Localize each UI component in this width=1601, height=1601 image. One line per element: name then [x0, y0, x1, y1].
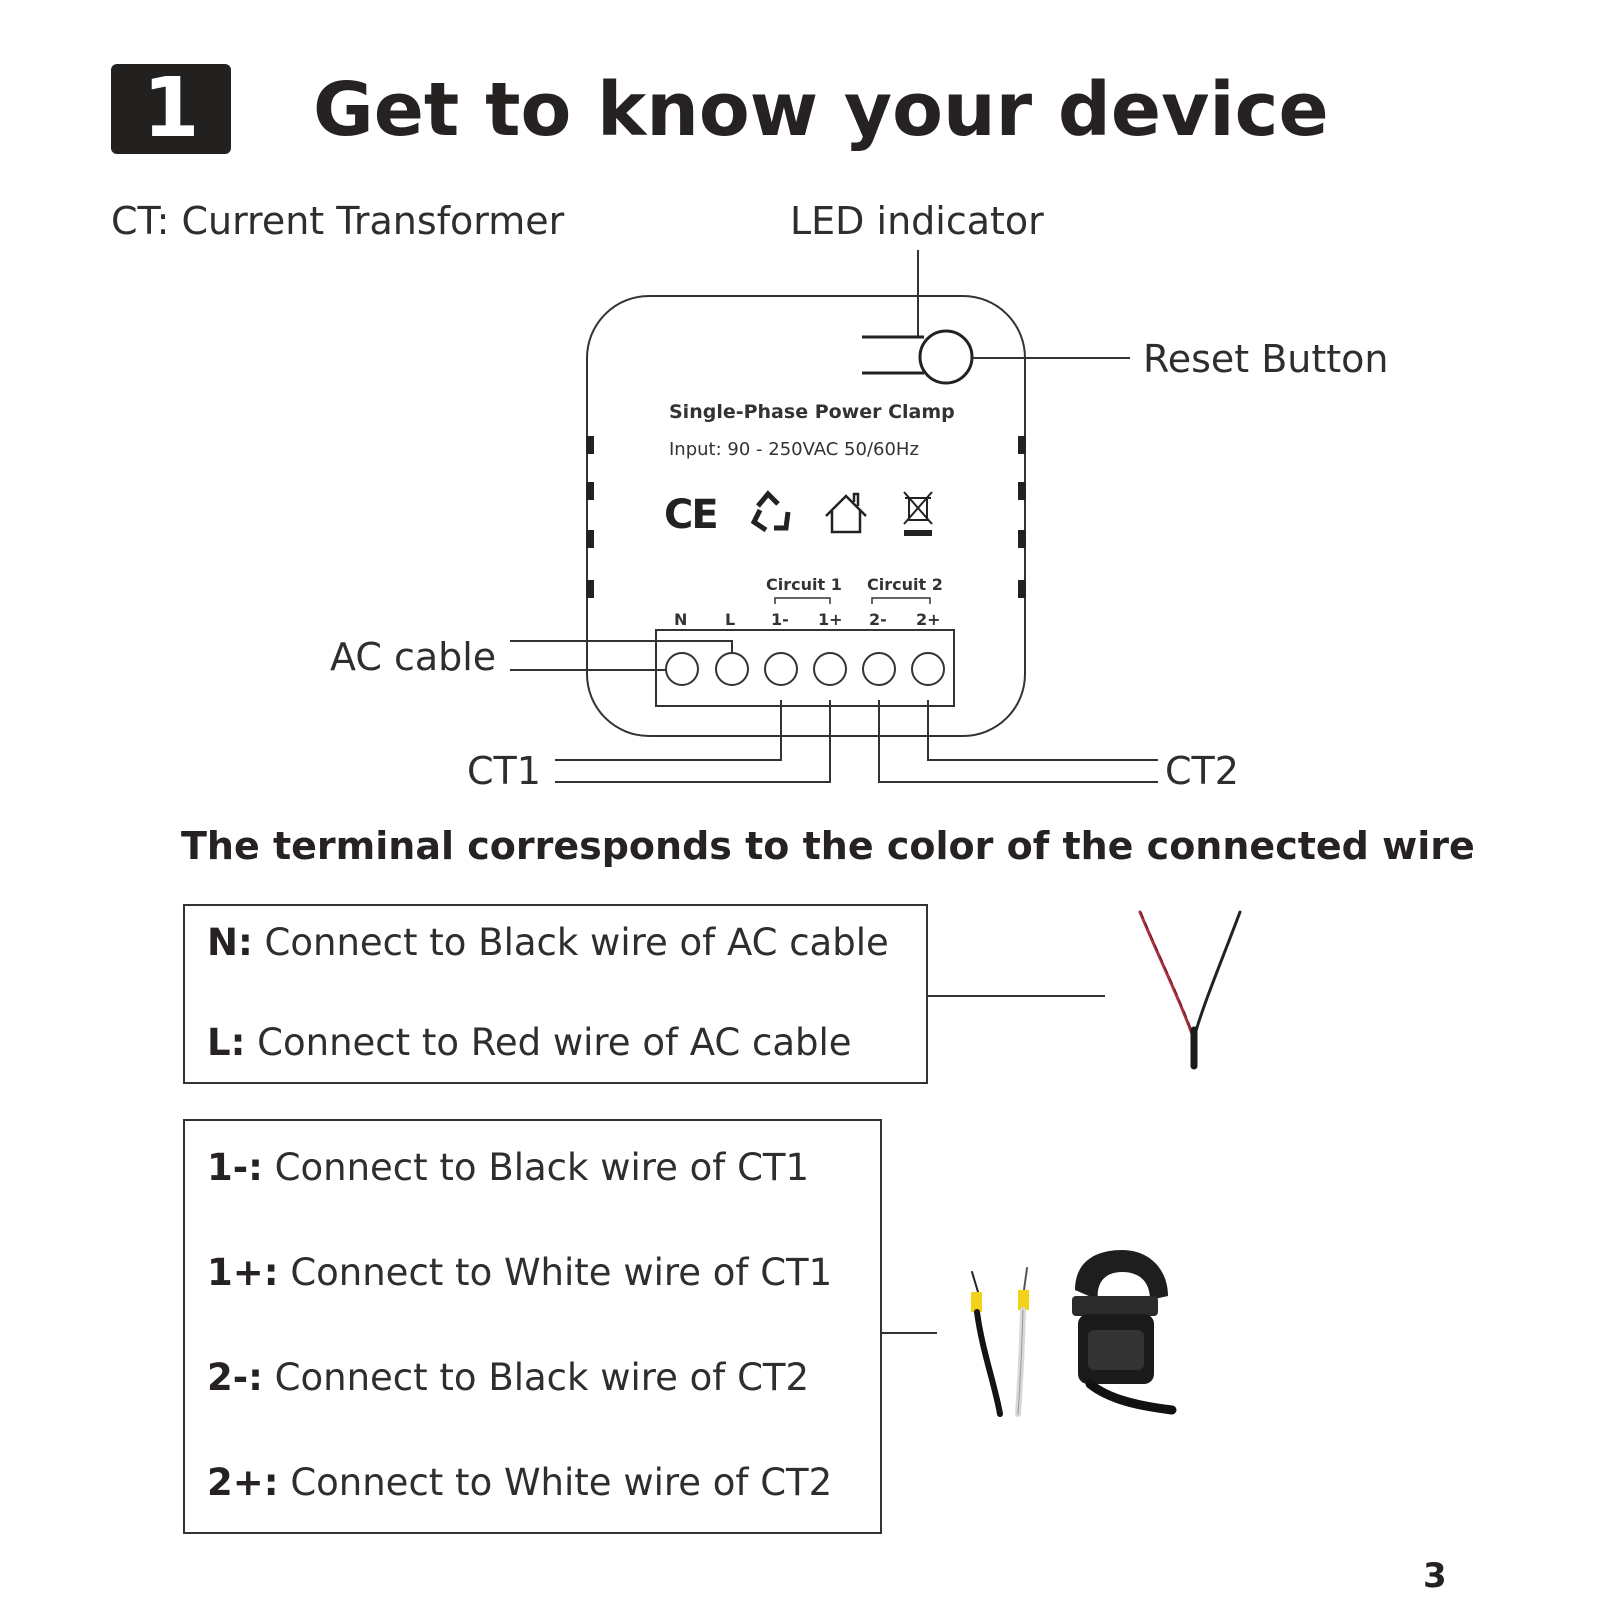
- page-title: Get to know your device: [313, 67, 1329, 153]
- ct-row-1plus-key: 1+:: [207, 1251, 279, 1294]
- terminal-label-n: N: [674, 610, 688, 629]
- terminal-block: [655, 629, 955, 707]
- terminal-label-2minus: 2-: [869, 610, 887, 629]
- weee-bin-icon: [903, 491, 933, 536]
- terminal-label-1minus: 1-: [771, 610, 789, 629]
- circuit2-label: Circuit 2: [867, 575, 943, 594]
- ct1-leaders: [555, 700, 831, 783]
- terminal-screw-l: [715, 652, 749, 686]
- ac-row-n-text: Connect to Black wire of AC cable: [264, 921, 889, 964]
- reset-button-shape: [862, 329, 974, 385]
- ct-row-2minus-text: Connect to Black wire of CT2: [274, 1356, 810, 1399]
- recycle-icon: [750, 490, 791, 533]
- circuit-brackets: [774, 597, 931, 604]
- ct-row-1minus-text: Connect to Black wire of CT1: [274, 1146, 810, 1189]
- ct-row-2plus-key: 2+:: [207, 1461, 279, 1504]
- ct-clamp-picture: [1072, 1250, 1177, 1415]
- ct2-label: CT2: [1165, 749, 1239, 793]
- terminal-screw-1plus: [813, 652, 847, 686]
- terminal-label-1plus: 1+: [818, 610, 843, 629]
- ct-wires-picture: [971, 1267, 1029, 1417]
- ac-cable-picture: [1138, 910, 1242, 1070]
- device-name: Single-Phase Power Clamp: [669, 401, 955, 423]
- ac-row-l-key: L:: [207, 1021, 246, 1064]
- ac-row-l-text: Connect to Red wire of AC cable: [257, 1021, 852, 1064]
- ac-cable-leaders: [510, 640, 733, 671]
- section-number-badge: 1: [111, 64, 231, 154]
- ac-row-n-key: N:: [207, 921, 253, 964]
- ct-row-1plus: 1+: Connect to White wire of CT1: [207, 1250, 832, 1296]
- device-input-rating: Input: 90 - 250VAC 50/60Hz: [669, 439, 919, 460]
- ac-cable-connection-box: N: Connect to Black wire of AC cable L: …: [183, 904, 928, 1084]
- ac-cable-label: AC cable: [330, 635, 497, 679]
- ce-mark-icon: CE: [664, 492, 719, 538]
- ct2-leaders: [878, 700, 1158, 783]
- device-side-clips: [586, 436, 1026, 598]
- device-body: [586, 295, 1026, 737]
- ct-row-1plus-text: Connect to White wire of CT1: [290, 1251, 833, 1294]
- ct-row-1minus-key: 1-:: [207, 1146, 263, 1189]
- ct-row-2plus-text: Connect to White wire of CT2: [290, 1461, 833, 1504]
- ac-row-n: N: Connect to Black wire of AC cable: [207, 920, 889, 966]
- page-number: 3: [1423, 1556, 1447, 1596]
- ct-row-2minus: 2-: Connect to Black wire of CT2: [207, 1355, 809, 1401]
- ct-row-2minus-key: 2-:: [207, 1356, 263, 1399]
- ct-row-1minus: 1-: Connect to Black wire of CT1: [207, 1145, 809, 1191]
- circuit1-label: Circuit 1: [766, 575, 842, 594]
- terminal-screws: [665, 652, 945, 686]
- terminal-screw-2minus: [862, 652, 896, 686]
- terminal-screw-n: [665, 652, 699, 686]
- ac-row-l: L: Connect to Red wire of AC cable: [207, 1020, 852, 1066]
- terminal-label-l: L: [725, 610, 736, 629]
- led-indicator-label: LED indicator: [790, 199, 1044, 243]
- ct-note: CT: Current Transformer: [111, 199, 565, 243]
- wire-color-subheading: The terminal corresponds to the color of…: [181, 824, 1475, 868]
- terminal-screw-1minus: [764, 652, 798, 686]
- ct-connection-box: 1-: Connect to Black wire of CT1 1+: Con…: [183, 1119, 882, 1534]
- reset-button-label: Reset Button: [1143, 337, 1389, 381]
- ct1-label: CT1: [467, 749, 541, 793]
- house-icon: [825, 492, 867, 534]
- ct-row-2plus: 2+: Connect to White wire of CT2: [207, 1460, 832, 1506]
- terminal-label-2plus: 2+: [916, 610, 941, 629]
- terminal-screw-2plus: [911, 652, 945, 686]
